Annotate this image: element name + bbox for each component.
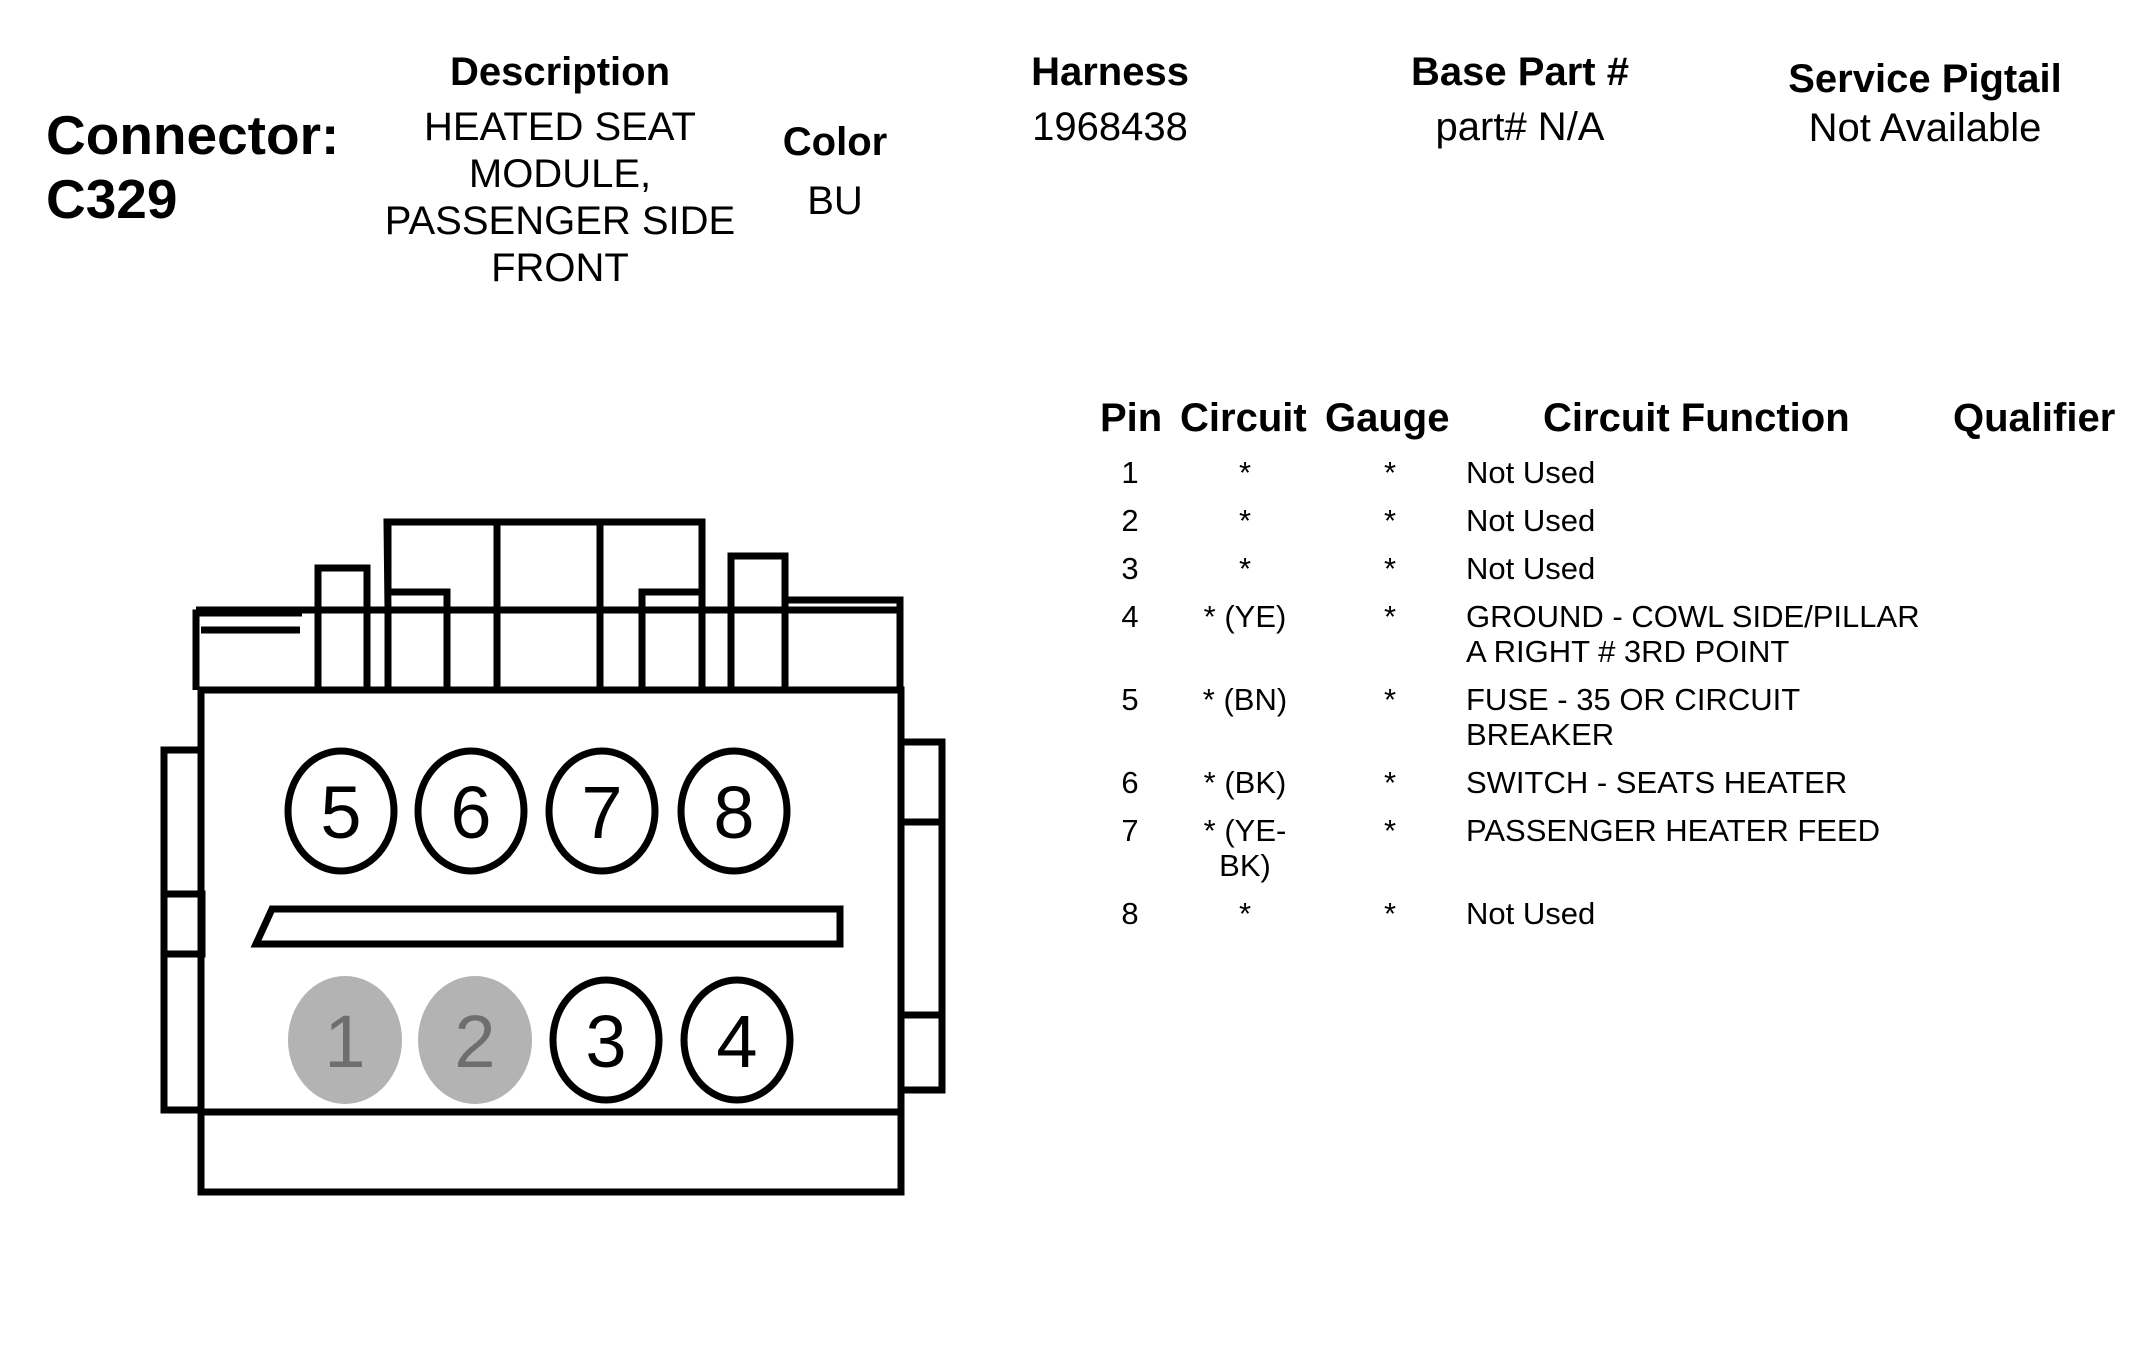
circuit-header: Circuit bbox=[1180, 396, 1307, 440]
pin-number: 2 bbox=[1121, 503, 1139, 538]
harness-block: Harness 1968438 bbox=[1000, 48, 1220, 151]
connector-left-lock-tab bbox=[160, 890, 206, 958]
pin-label: 6 bbox=[450, 771, 491, 854]
pin-number: 8 bbox=[1121, 896, 1139, 931]
description-header: Description bbox=[449, 50, 671, 94]
pin-number: 4 bbox=[1121, 599, 1139, 634]
pin-number: 5 bbox=[1121, 682, 1139, 717]
connector-right-side-tab bbox=[901, 738, 946, 1094]
circuit-value: * bbox=[1238, 503, 1252, 538]
connector-right-post bbox=[727, 552, 789, 690]
pin-number: 7 bbox=[1121, 813, 1139, 848]
pin-label: 1 bbox=[324, 1000, 365, 1083]
connector-key-bar bbox=[250, 905, 844, 948]
pin-3: 3 bbox=[549, 976, 663, 1104]
pin-label: 4 bbox=[716, 1000, 757, 1083]
pin-header: Pin bbox=[1100, 396, 1163, 440]
circuit-value: * (YE) bbox=[1203, 599, 1287, 634]
base-part-value: part# N/A bbox=[1435, 105, 1605, 149]
circuit-value: * bbox=[1238, 455, 1252, 490]
connector-left-post bbox=[314, 564, 371, 690]
gauge-value: * bbox=[1383, 455, 1397, 490]
gauge-value: * bbox=[1383, 599, 1397, 634]
color-header: Color bbox=[782, 120, 888, 164]
description-line: PASSENGER SIDE bbox=[384, 199, 736, 243]
description-block: Description HEATED SEAT MODULE, PASSENGE… bbox=[360, 48, 760, 292]
service-pigtail-header: Service Pigtail bbox=[1788, 57, 2062, 101]
color-block: Color BU bbox=[760, 118, 910, 225]
connector-bottom-band bbox=[197, 1108, 905, 1196]
connector-left-side-tab bbox=[160, 746, 201, 1114]
circuit-function-header: Circuit Function bbox=[1543, 396, 1850, 440]
service-pigtail-value: Not Available bbox=[1808, 106, 2042, 150]
circuit-value: * (BN) bbox=[1202, 682, 1288, 717]
pin-number: 1 bbox=[1121, 455, 1139, 490]
gauge-value: * bbox=[1383, 896, 1397, 931]
pin-6: 6 bbox=[414, 747, 528, 875]
description-line: MODULE, bbox=[468, 152, 652, 196]
circuit-function: Not Used bbox=[1466, 551, 1596, 586]
harness-header: Harness bbox=[1031, 50, 1189, 94]
pin-1-unused: 1 bbox=[288, 976, 402, 1104]
base-part-block: Base Part # part# N/A bbox=[1370, 48, 1670, 151]
pin-label: 7 bbox=[581, 771, 622, 854]
gauge-header: Gauge bbox=[1325, 396, 1450, 440]
circuit-function: Not Used bbox=[1466, 896, 1596, 931]
circuit-value: * (BK) bbox=[1203, 765, 1287, 800]
circuit-value: * bbox=[1238, 896, 1252, 931]
pin-label: 2 bbox=[454, 1000, 495, 1083]
gauge-value: * bbox=[1383, 503, 1397, 538]
circuit-function: FUSE - 35 OR CIRCUIT BREAKER bbox=[1466, 682, 1801, 752]
description-line: HEATED SEAT bbox=[424, 105, 696, 149]
service-pigtail-block: Service Pigtail Not Available bbox=[1760, 55, 2090, 152]
color-value: BU bbox=[807, 179, 863, 223]
connector-face-diagram: 5 6 7 8 1 2 3 4 bbox=[160, 518, 946, 1196]
pin-8: 8 bbox=[677, 747, 791, 875]
circuit-value: * bbox=[1238, 551, 1252, 586]
circuit-function: PASSENGER HEATER FEED bbox=[1466, 813, 1880, 848]
qualifier-header: Qualifier bbox=[1953, 396, 2116, 440]
connector-label: Connector: bbox=[46, 104, 340, 166]
pin-2-unused: 2 bbox=[418, 976, 532, 1104]
pin-5: 5 bbox=[284, 747, 398, 875]
base-part-header: Base Part # bbox=[1411, 50, 1629, 94]
pin-number: 6 bbox=[1121, 765, 1139, 800]
connector-id: C329 bbox=[46, 168, 178, 230]
harness-value: 1968438 bbox=[1032, 105, 1188, 149]
circuit-function: GROUND - COWL SIDE/PILLAR A RIGHT # 3RD … bbox=[1466, 599, 1920, 669]
gauge-value: * bbox=[1383, 813, 1397, 848]
pin-label: 3 bbox=[585, 1000, 626, 1083]
pin-7: 7 bbox=[545, 747, 659, 875]
pin-label: 8 bbox=[713, 771, 754, 854]
description-value: HEATED SEAT MODULE, PASSENGER SIDE FRONT bbox=[360, 104, 760, 292]
pin-number: 3 bbox=[1121, 551, 1139, 586]
gauge-value: * bbox=[1383, 765, 1397, 800]
circuit-function: Not Used bbox=[1466, 503, 1596, 538]
pin-label: 5 bbox=[320, 771, 361, 854]
description-line: FRONT bbox=[491, 246, 629, 290]
circuit-value: * (YE- BK) bbox=[1203, 813, 1287, 883]
gauge-value: * bbox=[1383, 551, 1397, 586]
connector-title: Connector: C329 bbox=[46, 103, 339, 231]
connector-left-top-tab bbox=[192, 609, 302, 690]
circuit-function: SWITCH - SEATS HEATER bbox=[1466, 765, 1848, 800]
pin-4: 4 bbox=[680, 976, 794, 1104]
connector-latch bbox=[383, 518, 706, 690]
gauge-value: * bbox=[1383, 682, 1397, 717]
circuit-function: Not Used bbox=[1466, 455, 1596, 490]
